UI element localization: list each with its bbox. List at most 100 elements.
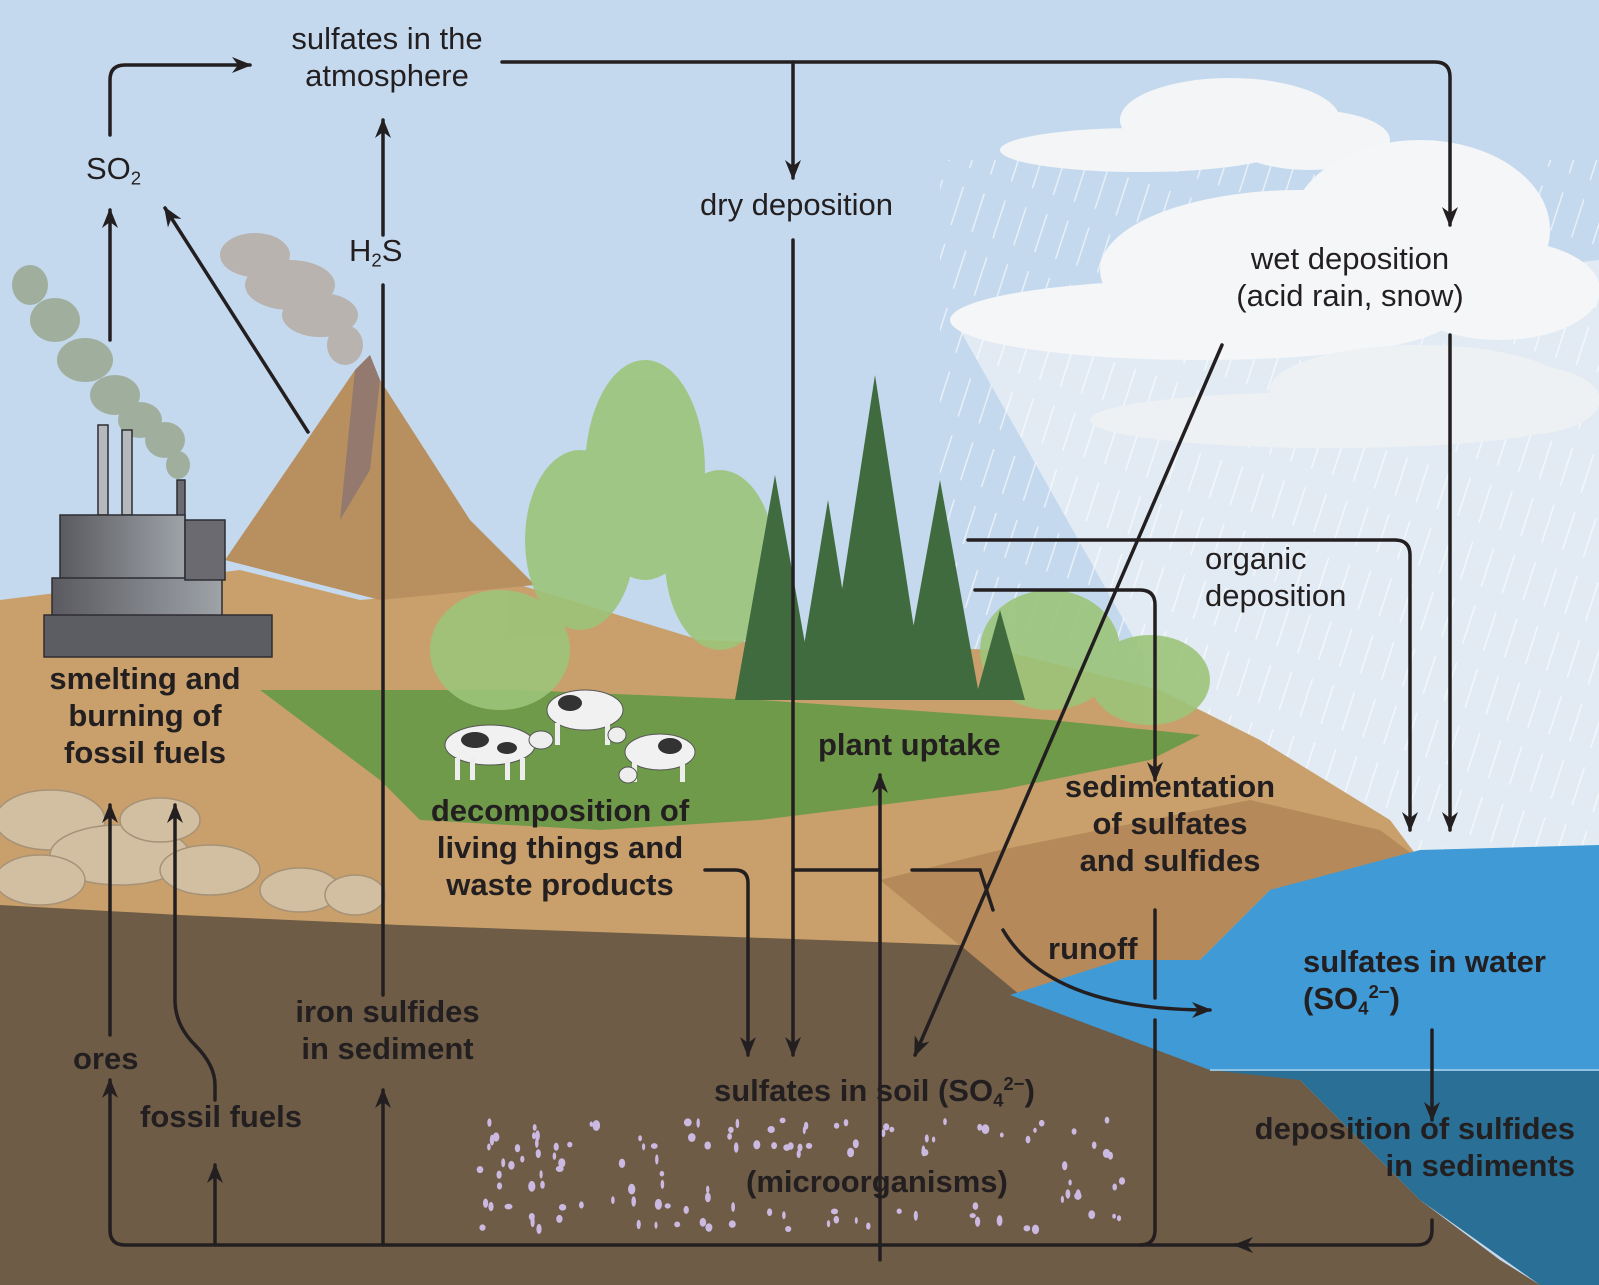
arrow-so2-to-atmosphere [108,57,252,137]
microorganism-dot [785,1226,792,1232]
volcano-smoke [220,233,363,365]
microorganism-dot [802,1126,806,1135]
microorganism-dot [492,1132,500,1142]
arrow-volcano-to-so2 [163,206,310,434]
factory [43,424,273,658]
microorganism-dot [532,1132,536,1140]
microorganism-dot [1025,1135,1031,1144]
microorganism-dot [866,1222,871,1230]
label-line: fossil fuels [64,735,226,771]
microorganism-dot [556,1214,563,1223]
microorganism-dot [660,1179,665,1189]
label-text: ) [1024,1073,1035,1108]
label-line: living things and [436,830,684,866]
microorganism-dot [664,1203,671,1209]
microorganism-dot [1118,1177,1126,1185]
label-sedimentation: sedimentation of sulfates and sulfides [1040,768,1300,880]
conifer-trees [735,375,1025,700]
label-subscript: 2 [371,249,382,271]
microorganism-dot [1102,1148,1111,1158]
label-line: wet deposition [1250,241,1450,276]
lake-deep [1210,1070,1599,1285]
label-text: H [349,233,372,268]
microorganisms [476,1116,1126,1235]
microorganism-dot [535,1149,541,1159]
microorganism-dot [558,1158,566,1168]
label-line: sulfates in water [1303,944,1546,979]
label-line: waste products [446,867,674,903]
microorganism-dot [688,1133,696,1142]
microorganism-dot [1068,1179,1072,1186]
microorganism-dot [996,1215,1003,1227]
microorganism-dot [1031,1224,1040,1235]
label-text: ) [1389,981,1400,1017]
microorganism-dot [659,1170,665,1177]
arrow-organic-deposition-to-water [966,538,1418,832]
microorganism-dot [728,1126,734,1134]
microorganism-dot [767,1126,775,1133]
microorganism-dot [924,1134,929,1143]
microorganism-dot [476,1166,484,1174]
microorganism-dot [771,1142,777,1150]
microorganism-dot [943,1118,947,1126]
label-line: deposition [1205,578,1347,614]
label-ores: ores [73,1041,139,1076]
microorganism-dot [592,1120,601,1131]
arrow-wet-deposition-to-soil [913,343,1224,1057]
microorganism-dot [654,1198,663,1210]
microorganism-dot [553,1142,559,1151]
label-text: sulfates in soil (SO [714,1073,994,1108]
label-line: (acid rain, snow) [1236,278,1464,314]
microorganism-dot [854,1217,858,1224]
microorganism-dot [683,1118,692,1127]
microorganism-dot [706,1185,710,1194]
microorganism-dot [783,1144,791,1151]
microorganism-dot [972,1202,979,1210]
label-line: of sulfates [1092,806,1248,842]
microorganism-dot [797,1143,803,1152]
label-sulfates-in-water: sulfates in water (SO42−) [1303,943,1546,1020]
microorganism-dot [852,1139,859,1149]
microorganism-dot [753,1140,761,1150]
microorganism-dot [528,1180,536,1192]
microorganism-dot [552,1152,557,1160]
label-so2: SO2 [86,150,141,190]
microorganism-dot [535,1130,540,1141]
label-line: in sediment [301,1031,474,1067]
label-wet-deposition: wet deposition (acid rain, snow) [1210,240,1490,314]
microorganism-dot [618,1158,626,1169]
microorganism-dot [683,1205,689,1214]
label-line: burning of [68,698,222,734]
microorganism-dot [488,1201,494,1212]
microorganism-dot [558,1204,567,1211]
microorganism-dot [1033,1127,1037,1133]
microorganism-dot [655,1154,659,1165]
label-subscript: 4 [993,1089,1004,1111]
label-text: SO [86,151,131,186]
label-line: deposition of sulfides [1254,1111,1575,1146]
microorganism-dot [969,1213,976,1219]
microorganism-dot [704,1141,711,1150]
microorganism-dot [487,1143,491,1151]
microorganism-dot [889,1126,895,1133]
microorganism-dot [520,1155,525,1163]
label-h2s: H2S [349,232,402,272]
microorganism-dot [504,1203,513,1210]
label-sulfates-in-soil: sulfates in soil (SO42−) [714,1072,1035,1112]
microorganism-dot [826,1220,831,1228]
microorganism-dot [847,1147,855,1158]
microorganism-dot [1112,1213,1116,1219]
label-plant-uptake: plant uptake [818,727,1001,762]
microorganism-dot [731,1202,735,1212]
arrow-runoff [791,868,995,912]
microorganism-dot [483,1198,489,1208]
microorganism-dot [782,1211,786,1220]
microorganism-dot [674,1221,681,1228]
label-fossil-fuels: fossil fuels [140,1099,302,1134]
microorganism-dot [501,1158,506,1168]
label-iron-sulfides: iron sulfides in sediment [280,993,495,1067]
arrow-bottom-return-line [102,1078,1242,1247]
microorganism-dot [1062,1161,1068,1171]
label-subscript: 2 [130,167,142,189]
